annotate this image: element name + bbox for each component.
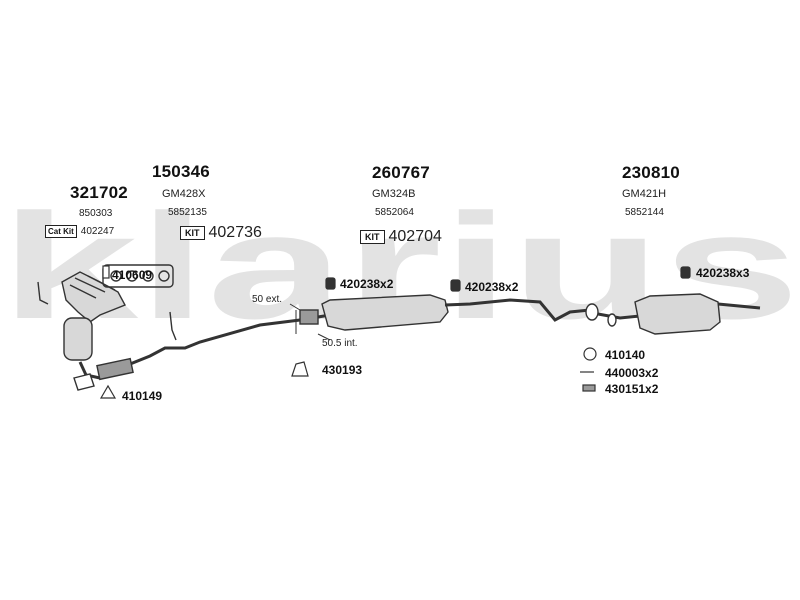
accessory-code: 420238x3	[696, 266, 750, 280]
cat-kit-number: 402247	[80, 226, 115, 237]
catalytic-converter	[63, 317, 93, 361]
ring-icon	[583, 347, 597, 361]
rear-pipe-joint	[585, 303, 599, 321]
flex-joint	[96, 357, 134, 381]
centre-silencer	[321, 294, 449, 331]
accessory-code: 430193	[322, 363, 363, 377]
part-number-centre-silencer: 260767	[372, 163, 430, 182]
accessory-bolt: 440003x2	[605, 366, 658, 380]
accessory-code: 440003x2	[605, 366, 659, 380]
part-number-rear-silencer: 230810	[622, 163, 680, 182]
kit-number: 402736	[208, 224, 262, 241]
accessory-code: 410140	[605, 348, 646, 362]
kit-reference-centre-silencer: KIT 402704	[360, 228, 442, 246]
accessory-ring: 410140	[605, 348, 645, 362]
accessory-spring: 430151x2	[605, 382, 658, 396]
rubber-mount-icon	[680, 266, 691, 279]
code-rear-silencer: GM421H	[622, 188, 667, 200]
accessory-code: 420238x2	[340, 277, 394, 291]
rear-inlet-pipe	[597, 312, 641, 320]
gasket-icon	[102, 265, 110, 279]
lambda-sensor-left	[37, 281, 49, 305]
accessory-gasket: 410609	[112, 268, 152, 282]
front-pipe	[78, 318, 301, 380]
accessory-clamp: 410149	[122, 389, 162, 403]
accessory-code: 410149	[122, 389, 163, 403]
oe-ref-catalyst: 850303	[79, 208, 113, 219]
accessory-code: 410609	[112, 268, 153, 282]
dimension-ext: 50 ext.	[252, 294, 283, 305]
part-number-front-pipe: 150346	[152, 162, 210, 181]
accessory-mount-b: 420238x2	[465, 280, 518, 294]
kit-label: KIT	[360, 230, 385, 244]
dimension-int: 50.5 int.	[322, 338, 358, 349]
centre-silencer-clamp	[299, 309, 319, 325]
kit-number: 402704	[388, 228, 442, 245]
front-flange	[73, 373, 95, 391]
kit-reference-front-pipe: KIT 402736	[180, 224, 262, 242]
spring-icon	[582, 384, 596, 392]
accessory-mount-rear: 420238x3	[696, 266, 749, 280]
accessory-code: 430151x2	[605, 382, 659, 396]
oe-ref-front-pipe: 5852135	[168, 207, 207, 218]
rubber-mount-icon	[450, 279, 461, 292]
clamp-icon	[99, 384, 117, 399]
rear-silencer	[634, 293, 721, 335]
rubber-mount-icon	[325, 277, 336, 290]
sensor-centre	[169, 311, 177, 341]
oe-ref-rear-silencer: 5852144	[625, 207, 664, 218]
cat-kit-label: Cat Kit	[45, 225, 77, 238]
intermediate-pipe	[444, 298, 591, 322]
accessory-hanger: 430193	[322, 363, 362, 377]
cat-kit-reference: Cat Kit 402247	[45, 225, 114, 238]
oe-ref-centre-silencer: 5852064	[375, 207, 414, 218]
hanger-icon	[291, 361, 309, 377]
code-centre-silencer: GM324B	[372, 188, 416, 200]
tailpipe	[717, 302, 761, 310]
code-front-pipe: GM428X	[162, 188, 206, 200]
accessory-code: 420238x2	[465, 280, 519, 294]
part-number-catalyst: 321702	[70, 183, 128, 202]
kit-label: KIT	[180, 226, 205, 240]
accessory-mount-a: 420238x2	[340, 277, 393, 291]
